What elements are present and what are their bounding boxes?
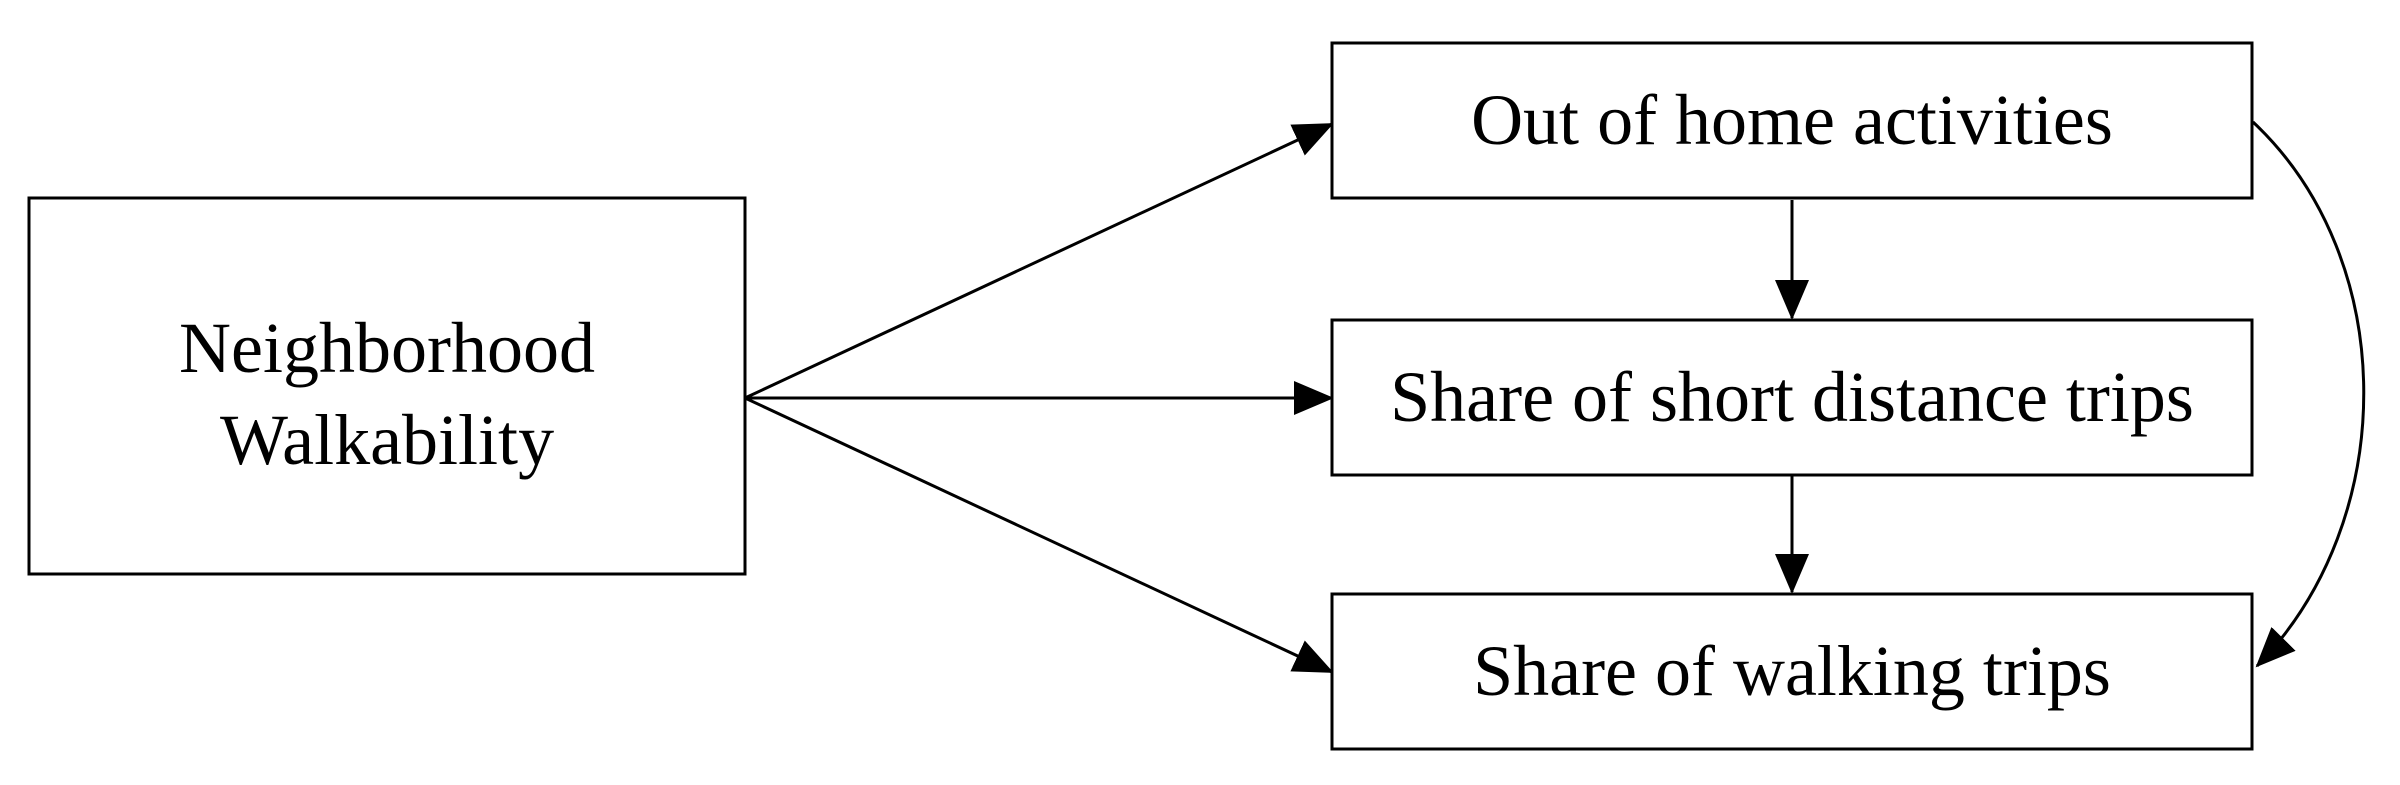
node-neighborhood-walkability: Neighborhood Walkability [27,196,747,576]
node-share-of-walking-trips-label: Share of walking trips [1473,631,2111,711]
node-neighborhood-walkability-line2: Walkability [220,400,554,480]
edge-walkability-to-walking-trips [744,396,1334,674]
node-share-of-walking-trips: Share of walking trips [1330,592,2254,751]
node-neighborhood-walkability-line1: Neighborhood [179,308,595,388]
node-out-of-home-activities: Out of home activities [1330,41,2254,200]
node-share-of-short-distance-trips: Share of short distance trips [1330,318,2254,477]
node-out-of-home-activities-label: Out of home activities [1471,80,2113,160]
node-share-of-short-distance-trips-label: Share of short distance trips [1390,357,2194,437]
edge-walkability-to-out-of-home [744,122,1334,400]
edge-out-of-home-to-walking-trips [2251,120,2366,668]
